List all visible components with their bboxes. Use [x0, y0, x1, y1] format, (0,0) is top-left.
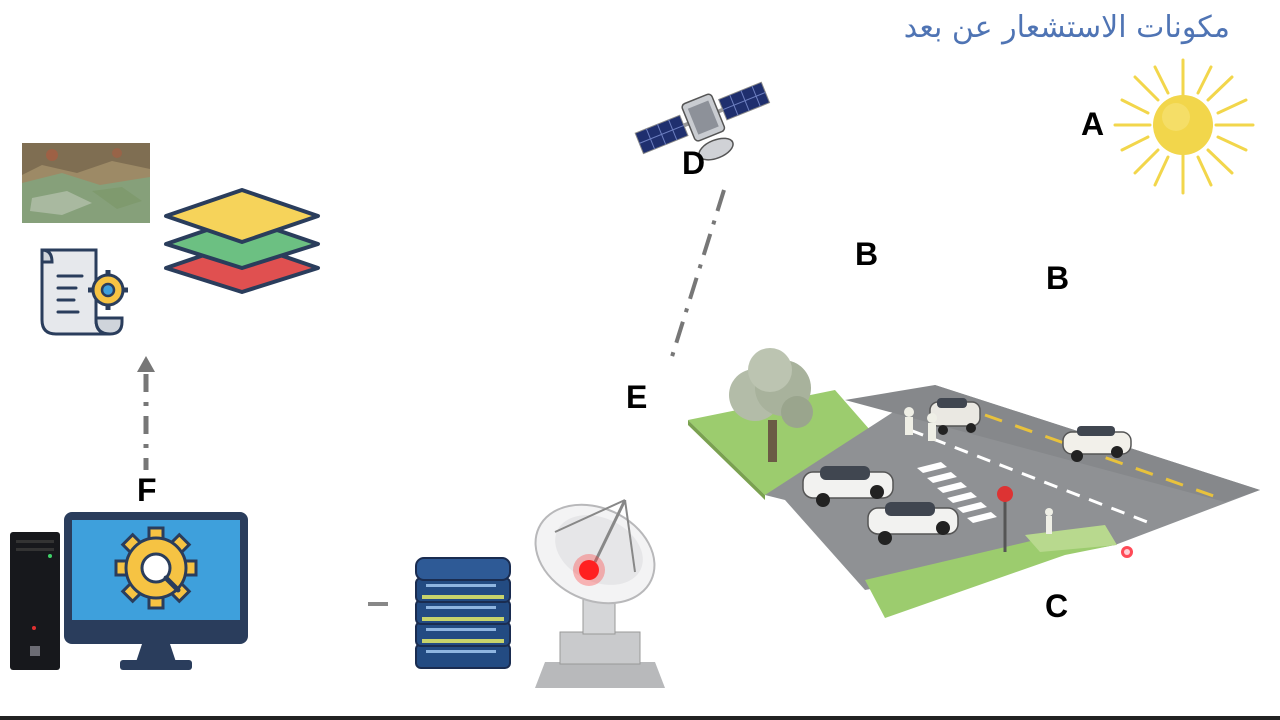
ground-station-dish	[534, 499, 665, 688]
satellite-image-thumbnail	[22, 143, 150, 223]
satellite-icon	[634, 81, 771, 161]
document-gear-icon	[40, 248, 128, 336]
bottom-rule	[0, 716, 1280, 720]
server-icon	[415, 557, 511, 669]
label-b-2: B	[1046, 260, 1070, 296]
label-e: E	[626, 379, 648, 415]
car-1	[802, 466, 894, 507]
sun-icon	[1113, 58, 1255, 195]
label-a: A	[1081, 106, 1105, 142]
ground-scene	[688, 348, 1260, 618]
label-b-1: B	[855, 236, 879, 272]
upload-arrow	[137, 356, 155, 470]
computer-icon	[10, 512, 248, 670]
satellite-downlink-line	[668, 189, 726, 364]
page-title: مكونات الاستشعار عن بعد	[903, 10, 1230, 45]
label-d: D	[682, 145, 706, 181]
link-dash	[368, 602, 388, 606]
gis-layers-icon	[164, 188, 320, 294]
label-f: F	[137, 472, 157, 508]
label-c: C	[1045, 588, 1069, 624]
